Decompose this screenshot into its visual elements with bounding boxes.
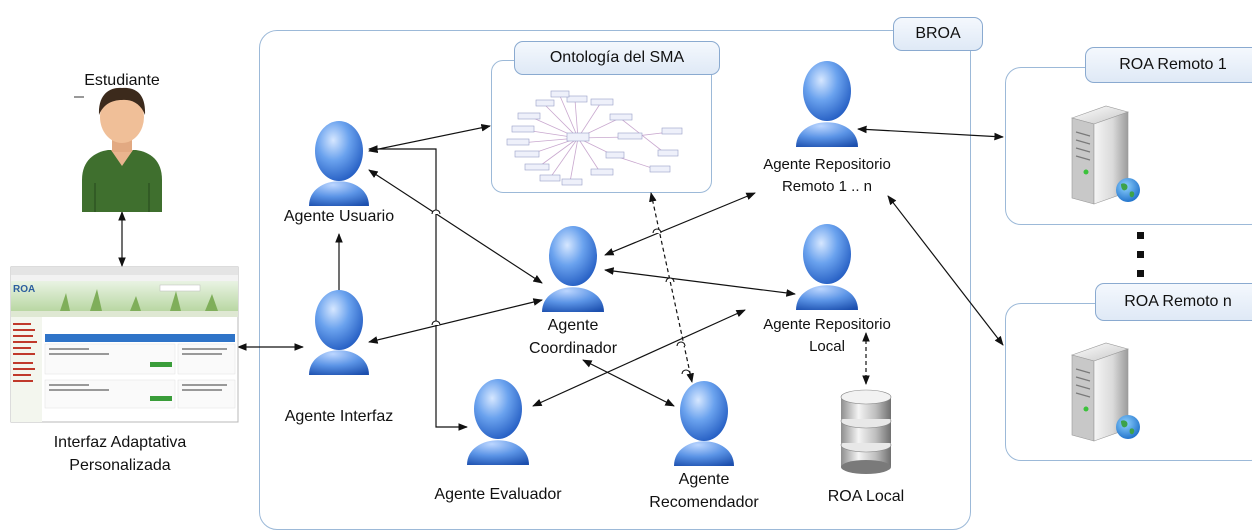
interface-logo: ROA [13,284,35,295]
roa-local-label: ROA Local [827,488,905,505]
diagram-canvas: ROA [10,61,1144,474]
agent-interfaz-label: Agente Interfaz [284,408,394,425]
agent-repo-remoto-label-line2: Remoto 1 .. n [781,178,873,195]
interface-label-line1: Interfaz Adaptativa [53,434,187,451]
agent-repo-remoto-label-line1: Agente Repositorio [763,156,891,173]
agent-usuario-label: Agente Usuario [283,208,395,225]
ellipsis-dots-icon [1137,232,1144,277]
database-icon [840,389,892,474]
student-label: Estudiante [84,72,160,89]
agent-icon-usuario [309,121,369,206]
agent-repo-local-label-line2: Local [809,338,845,355]
agent-icon-coordinador [542,226,604,312]
agent-recomendador-label-line2: Recomendador [649,494,759,511]
interface-label-line2: Personalizada [69,457,171,474]
ontology-title: Ontología del SMA [514,41,720,75]
server-icon-remote-1 [1070,105,1130,205]
globe-icon-remote-1 [1116,178,1140,202]
remote-title-n: ROA Remoto n [1095,283,1252,321]
globe-icon-remote-n [1116,415,1140,439]
broa-title: BROA [893,17,983,51]
agent-icon-interfaz [309,290,369,375]
agent-icon-repo-local [796,224,858,310]
server-icon-remote-n [1070,342,1130,442]
agent-coordinador-label-line2: Coordinador [528,340,618,357]
agent-repo-local-label-line1: Agente Repositorio [763,316,891,333]
agent-icon-evaluador [467,379,529,465]
agent-icon-repo-remoto [796,61,858,147]
agent-coordinador-label-line1: Agente [547,317,599,334]
agent-icon-recomendador [674,381,734,466]
agent-recomendador-label-line1: Agente [678,471,730,488]
student-icon [74,87,162,212]
agent-evaluador-label: Agente Evaluador [434,486,562,503]
remote-title-1: ROA Remoto 1 [1085,47,1252,83]
interface-screenshot: ROA [10,266,239,423]
